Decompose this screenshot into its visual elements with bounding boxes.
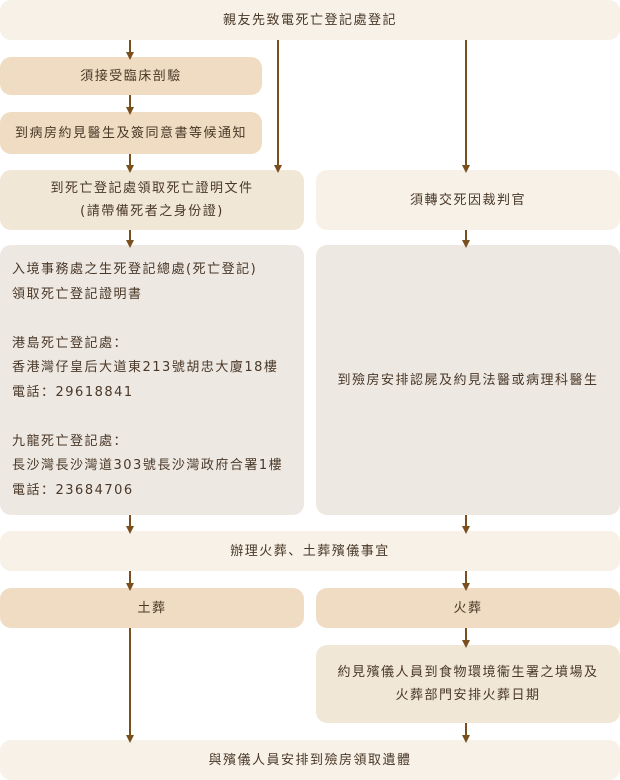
step-ward-notice: 到病房約見醫生及簽同意書等候通知 [0, 112, 262, 154]
step-burial: 土葬 [0, 588, 304, 628]
step-mortuary-identification: 到殮房安排認屍及約見法醫或病理科醫生 [316, 245, 620, 515]
step-clinical-autopsy: 須接受臨床剖驗 [0, 57, 262, 95]
step-fehd-cremation-date: 約見殯儀人員到食物環境衞生署之墳場及 火葬部門安排火葬日期 [316, 645, 620, 723]
step-coroner: 須轉交死因裁判官 [316, 170, 620, 230]
registry-intro: 入境事務處之生死登記總處(死亡登記) 領取死亡登記證明書 [12, 262, 258, 302]
kowloon-registry: 九龍死亡登記處： 長沙灣長沙灣道303號長沙灣政府合署1樓 電話：2368470… [12, 433, 284, 498]
hk-island-registry: 港島死亡登記處： 香港灣仔皇后大道東213號胡忠大廈18樓 電話：2961884… [12, 335, 279, 400]
step-cremation: 火葬 [316, 588, 620, 628]
step-collect-death-certificate: 到死亡登記處領取死亡證明文件 (請帶備死者之身份證) [0, 170, 304, 230]
step-funeral-arrangements: 辦理火葬、土葬殯儀事宜 [0, 531, 620, 571]
registry-info-panel: 入境事務處之生死登記總處(死亡登記) 領取死亡登記證明書 港島死亡登記處： 香港… [0, 245, 304, 515]
step-collect-body: 與殯儀人員安排到殮房領取遺體 [0, 740, 620, 780]
step-register-death: 親友先致電死亡登記處登記 [0, 0, 620, 40]
